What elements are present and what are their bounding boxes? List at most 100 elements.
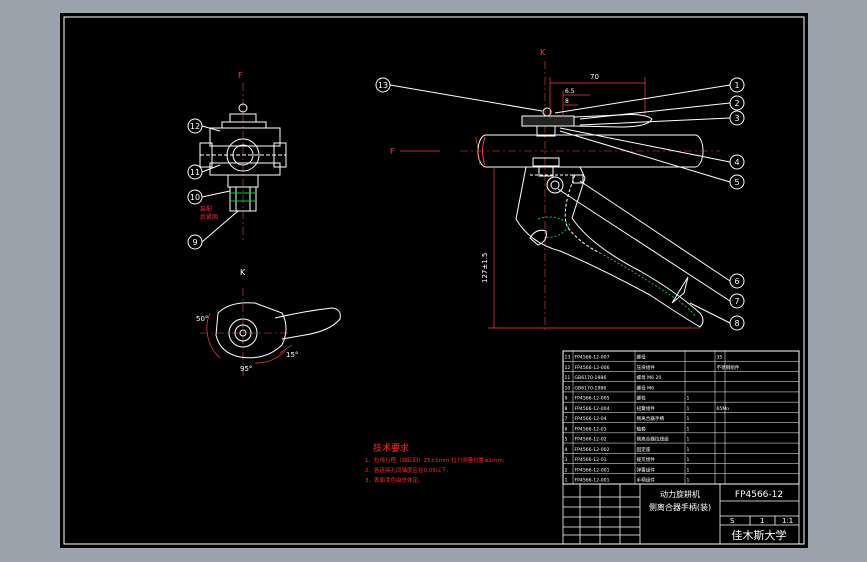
bom-cell-no: 13 <box>565 355 571 361</box>
bom-cell-no: 3 <box>565 457 568 463</box>
school-name: 佳木斯大学 <box>732 528 787 542</box>
view-k-dimensions <box>206 312 293 364</box>
balloon-7: 7 <box>557 188 745 309</box>
tech-req-line: 1、拉线行程（油缸间）25±1mm 拉力测量位置≤1mm; <box>365 456 505 464</box>
balloon-5: 5 <box>559 130 745 190</box>
bom-cell-code: FP4566-12-001 <box>575 478 610 484</box>
tech-req-title: 技术要求 <box>373 442 409 454</box>
svg-text:8: 8 <box>734 319 739 328</box>
svg-text:12: 12 <box>190 122 200 131</box>
drawing-number: FP4566-12 <box>735 490 783 500</box>
handlebar-tube <box>460 134 720 168</box>
angle-dim-15: 15° <box>286 351 298 359</box>
cad-drawing-canvas: F 装配 后紧固 12 11 10 <box>63 16 805 545</box>
tech-requirements: 技术要求 1、拉线行程（油缸间）25±1mm 拉力测量位置≤1mm; 2、各连接… <box>365 442 505 484</box>
dim-70: 70 <box>590 73 599 81</box>
balloon-13: 13 <box>375 77 543 112</box>
clutch-lever-body <box>515 166 704 328</box>
balloon-9: 9 <box>187 210 239 250</box>
tech-req-line: 2、各连接孔同轴度应在0.05以下; <box>365 466 449 474</box>
top-lever <box>521 107 653 177</box>
balloon-8: 8 <box>689 302 745 331</box>
bom-cell-no: 4 <box>565 447 568 453</box>
title-line-2: 侧离合器手柄(装) <box>649 502 711 512</box>
dim-6-5: 6.5 <box>565 88 575 95</box>
bom-cell-name: 固定座 <box>637 446 651 453</box>
bom-cell-qty: 1 <box>687 437 690 443</box>
bom-cell-code: FP4566-12-002 <box>575 447 610 453</box>
svg-text:2: 2 <box>734 99 739 108</box>
section-label-f-mid: F <box>390 147 395 156</box>
balloon-12: 12 <box>187 118 221 134</box>
bom-cell-code: FP4566-12-006 <box>575 365 610 371</box>
balloon-3: 3 <box>579 110 745 126</box>
drawing-sheet: F 装配 后紧固 12 11 10 <box>60 13 808 548</box>
svg-text:4: 4 <box>734 158 739 167</box>
bom-cell-name: 螺母 M6 20 <box>637 374 662 381</box>
bom-cell-qty: 1 <box>687 457 690 463</box>
bom-cell-no: 9 <box>565 396 568 402</box>
bom-cell-code: FP4566-12-04 <box>575 416 607 422</box>
bom-cell-code: FP4566-12-01 <box>575 457 607 463</box>
bom-cell-no: 2 <box>565 467 568 473</box>
bom-cell-no: 5 <box>565 437 568 443</box>
section-label-f-left: F <box>238 71 243 80</box>
bom-cell-material: 65Mn <box>717 406 730 412</box>
svg-text:1: 1 <box>734 81 739 90</box>
bom-cell-code: FP4566-12-02 <box>575 437 607 443</box>
section-label-k-top: K <box>540 48 546 57</box>
svg-text:6: 6 <box>734 277 739 286</box>
bom-cell-name: 扭簧组件 <box>637 405 656 412</box>
bom-cell-no: 11 <box>565 375 571 381</box>
bom-cell-qty: 1 <box>687 406 690 412</box>
bom-cell-qty: 1 <box>687 396 690 402</box>
sheet-number: 1 <box>760 517 764 525</box>
bom-cell-name: 拨叉组件 <box>637 456 656 463</box>
bom-cell-qty: 1 <box>687 467 690 473</box>
bom-cell-name: 手柄组件 <box>637 477 656 484</box>
dim-127: 127±1.5 <box>481 253 489 283</box>
svg-text:5: 5 <box>734 178 739 187</box>
svg-text:13: 13 <box>378 81 388 90</box>
bom-cell-material: 不锈钢组件 <box>717 364 740 371</box>
title-block <box>562 483 800 545</box>
bom-cell-code: FP4566-12-005 <box>575 396 610 402</box>
bom-cell-name: 压块组件 <box>637 364 656 371</box>
angle-dim-50: 50° <box>196 315 208 323</box>
bom-cell-qty: 1 <box>687 426 690 432</box>
bom-cell-qty: 1 <box>687 478 690 484</box>
balloon-2: 2 <box>579 95 745 120</box>
scale: 1:1 <box>782 517 793 525</box>
main-view-dimensions <box>488 77 700 329</box>
bom-cell-no: 1 <box>565 478 568 484</box>
bom-row: 3 FP4566-12-01 拨叉组件 1 <box>563 456 799 464</box>
stage-mark: S <box>730 517 735 525</box>
bom-cell-code: FP4566-12-007 <box>575 355 610 361</box>
svg-text:3: 3 <box>734 114 739 123</box>
bom-cell-qty: 1 <box>687 416 690 422</box>
bom-cell-code: GB6170-1986 <box>575 385 607 391</box>
bom-cell-name: 螺母 M6 <box>637 384 655 391</box>
section-note: 后紧固 <box>200 213 218 221</box>
balloon-11: 11 <box>187 164 221 180</box>
bom-row: 1 FP4566-12-001 手柄组件 1 <box>563 477 799 485</box>
bom-cell-code: FP4566-12-03 <box>575 426 607 432</box>
section-note: 装配 <box>200 205 212 213</box>
balloon-10: 10 <box>187 189 231 205</box>
bom-cell-no: 12 <box>565 365 571 371</box>
bom-row: 12 FP4566-12-006 压块组件 不锈钢组件 <box>563 364 799 372</box>
bom-cell-qty: 1 <box>687 447 690 453</box>
svg-text:9: 9 <box>192 238 197 247</box>
bom-cell-no: 8 <box>565 406 568 412</box>
bom-row: 4 FP4566-12-002 固定座 1 <box>563 446 799 454</box>
bom-cell-name: 螺母 <box>637 354 647 361</box>
